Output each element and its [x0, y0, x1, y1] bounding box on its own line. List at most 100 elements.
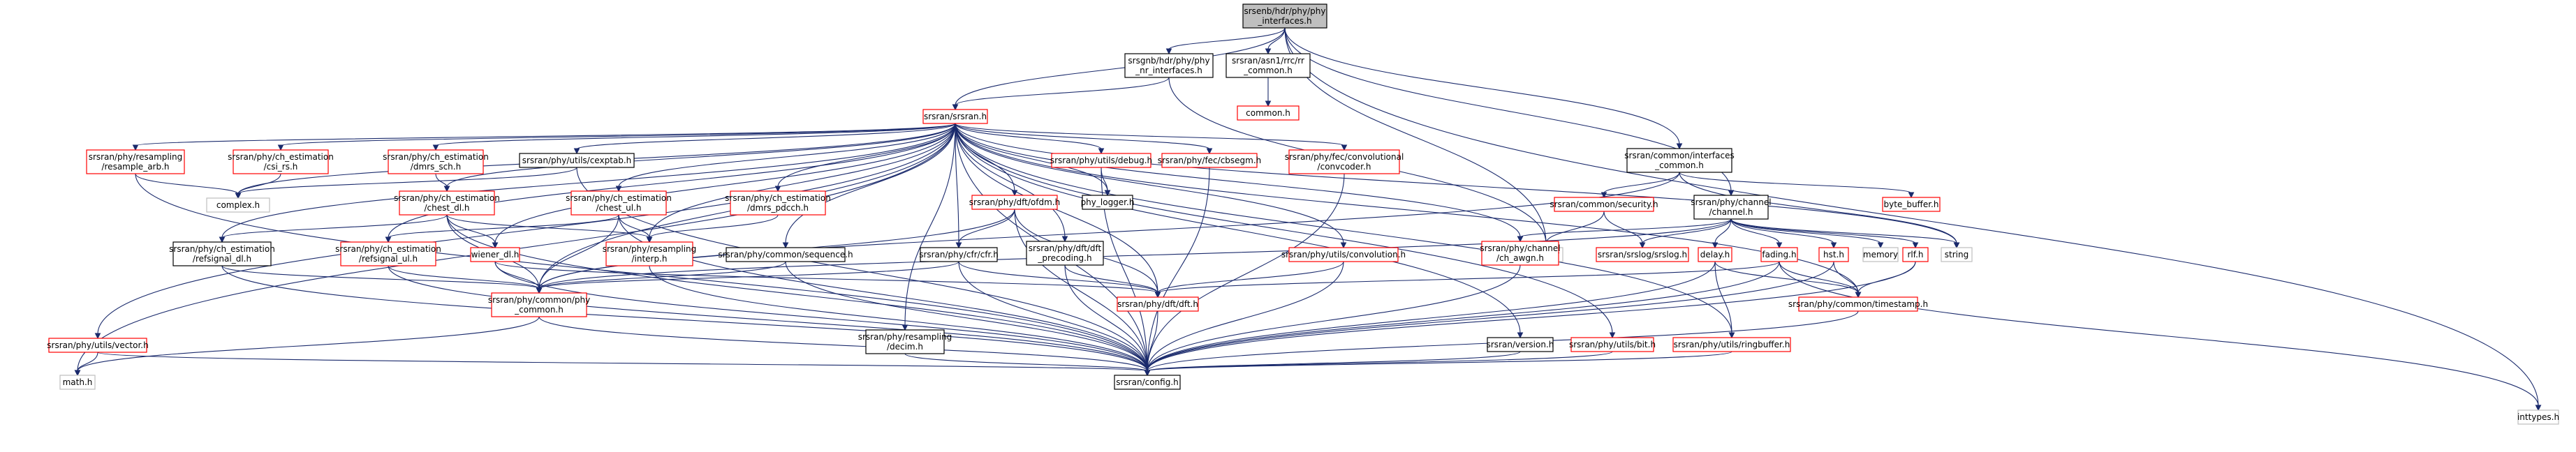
node-timestamp[interactable]: srsran/phy/common/timestamp.h [1788, 296, 1928, 312]
edge-srsran-to-csi_rs [280, 123, 956, 146]
node-convolution[interactable]: srsran/phy/utils/convolution.h [1281, 247, 1406, 262]
node-root[interactable]: srsenb/hdr/phy/phy_interfaces.h [1242, 3, 1327, 29]
node-complex: complex.h [206, 197, 270, 213]
node-box-timestamp [1798, 296, 1918, 312]
edge-fading-to-timestamp [1779, 261, 1859, 294]
edge-channel-to-hst [1730, 218, 1834, 244]
edge-nr_if-to-srsran [955, 77, 1170, 106]
edge-channel-to-ch_awgn [1519, 218, 1732, 238]
node-channel[interactable]: srsran/phy/channel/channel.h [1691, 195, 1772, 220]
arrowhead-srsran-to-debug [1098, 148, 1105, 155]
node-box-interp [605, 241, 693, 266]
edge-phy_common-to-config [538, 316, 1148, 372]
node-byte-buffer[interactable]: byte_buffer.h [1882, 197, 1941, 212]
node-ch-awgn[interactable]: srsran/phy/channel/ch_awgn.h [1480, 241, 1561, 266]
node-utils-vector[interactable]: srsran/phy/utils/vector.h [47, 338, 149, 353]
node-chest-ul[interactable]: srsran/phy/ch_estimation/chest_ul.h [566, 190, 672, 216]
arrowhead-chest_dl-to-refsignal_dl [219, 236, 226, 243]
arrowhead-srsran-to-dmrs_sch [432, 144, 439, 151]
arrowhead-srsran-to-bit [1609, 332, 1616, 339]
edge-version-to-config [1147, 351, 1521, 372]
node-ofdm[interactable]: srsran/phy/dft/ofdm.h [969, 195, 1060, 210]
node-label-iface-common-1: _common.h [1654, 160, 1704, 170]
node-box-root [1242, 3, 1327, 29]
edge-root-to-srsran [955, 27, 1286, 106]
edge-srsran-to-dft [955, 123, 1158, 294]
node-phy-common[interactable]: srsran/phy/common/phy_common.h [488, 292, 590, 317]
node-delay[interactable]: delay.h [1698, 247, 1732, 262]
node-srsran[interactable]: srsran/srsran.h [922, 109, 988, 124]
edge-utils_vector-to-config [97, 352, 1148, 372]
node-label-csi-rs-1: /csi_rs.h [264, 162, 298, 172]
node-config[interactable]: srsran/config.h [1114, 375, 1181, 390]
node-box-config [1114, 375, 1181, 390]
node-label-string-0: string [1945, 250, 1968, 259]
node-dmrs-sch[interactable]: srsran/phy/ch_estimation/dmrs_sch.h [383, 149, 489, 174]
edge-srsran-to-sequence [785, 123, 956, 244]
node-srslog[interactable]: srsran/srslog/srslog.h [1596, 247, 1689, 262]
edge-cfr-to-config [958, 261, 1148, 372]
node-sequence[interactable]: srsran/phy/common/sequence.h [718, 247, 853, 262]
edge-srsran-to-bit [955, 123, 1613, 334]
node-refsignal-ul[interactable]: srsran/phy/ch_estimation/refsignal_ul.h [335, 241, 441, 266]
edge-root-to-iface_common [1284, 27, 1680, 145]
node-wiener[interactable]: wiener_dl.h [470, 247, 520, 262]
node-label-inttypes-0: inttypes.h [2517, 412, 2559, 422]
edge-security-to-srslog [1603, 211, 1643, 244]
edge-sequence-to-config [785, 261, 1148, 372]
node-bit[interactable]: srsran/phy/utils/bit.h [1569, 337, 1656, 352]
node-iface-common[interactable]: srsran/common/interfaces_common.h [1624, 148, 1735, 173]
node-interp[interactable]: srsran/phy/resampling/interp.h [603, 241, 697, 266]
node-box-complex [206, 197, 270, 213]
node-nr-if[interactable]: srsgnb/hdr/phy/phy_nr_interfaces.h [1124, 53, 1214, 78]
node-box-resample-arb [86, 149, 185, 174]
node-security[interactable]: srsran/common/security.h [1550, 197, 1658, 212]
node-label-root-1: _interfaces.h [1257, 16, 1311, 26]
arrowhead-channel-to-memory [1877, 242, 1884, 249]
node-dmrs-pdcch[interactable]: srsran/phy/ch_estimation/dmrs_pdcch.h [725, 190, 831, 216]
node-label-rlf-0: rlf.h [1907, 250, 1923, 259]
edge-rlf-to-timestamp [1857, 261, 1916, 294]
node-decim[interactable]: srsran/phy/resampling/decim.h [858, 329, 952, 354]
node-chest-dl[interactable]: srsran/phy/ch_estimation/chest_dl.h [394, 190, 500, 216]
arrowhead-rlf-to-timestamp [1855, 292, 1862, 299]
node-refsignal-dl[interactable]: srsran/phy/ch_estimation/refsignal_dl.h [169, 241, 275, 266]
edge-chest_dl-to-refsignal_dl [221, 214, 448, 239]
node-common[interactable]: common.h [1237, 105, 1300, 121]
edge-channel-to-memory [1730, 218, 1881, 244]
node-convcoder[interactable]: srsran/phy/fec/convolutional/convcoder.h [1285, 149, 1404, 174]
node-resample-arb[interactable]: srsran/phy/resampling/resample_arb.h [86, 149, 185, 174]
node-hst[interactable]: hst.h [1818, 247, 1849, 262]
arrowhead-root-to-rrc_nr [1265, 48, 1272, 55]
node-phy-logger[interactable]: phy_logger.h [1081, 195, 1135, 210]
node-fading[interactable]: fading.h [1760, 247, 1798, 262]
arrowhead-delay-to-ringbuffer [1728, 332, 1735, 339]
node-dft[interactable]: srsran/phy/dft/dft.h [1117, 296, 1199, 312]
node-ringbuffer[interactable]: srsran/phy/utils/ringbuffer.h [1672, 337, 1791, 352]
node-cbsegm[interactable]: srsran/phy/fec/cbsegm.h [1158, 153, 1262, 168]
edge-refsignal_ul-to-config [388, 265, 1148, 372]
node-box-dft [1117, 296, 1199, 312]
node-debug[interactable]: srsran/phy/utils/debug.h [1050, 153, 1152, 168]
node-box-utils-vector [48, 338, 147, 353]
node-label-chest-dl-0: srsran/phy/ch_estimation [394, 193, 500, 203]
node-cfr[interactable]: srsran/phy/cfr/cfr.h [919, 247, 999, 262]
edge-srsran-to-dft_precoding [955, 123, 1066, 238]
node-version[interactable]: srsran/version.h [1487, 337, 1554, 352]
node-label-channel-1: /channel.h [1709, 207, 1753, 217]
node-rrc-nr[interactable]: srsran/asn1/rrc/rr_common.h [1226, 53, 1311, 78]
edge-srsran-to-string [955, 123, 1957, 244]
node-label-refsignal-ul-0: srsran/phy/ch_estimation [335, 244, 441, 254]
edge-chest_ul-to-interp [618, 214, 650, 239]
node-cexptab[interactable]: srsran/phy/utils/cexptab.h [519, 153, 635, 168]
node-dft-precoding[interactable]: srsran/phy/dft/dft_precoding.h [1026, 241, 1104, 266]
edge-dft-to-config [1147, 310, 1158, 372]
node-box-nr-if [1124, 53, 1214, 78]
edges-layer [74, 27, 2542, 412]
node-csi-rs[interactable]: srsran/phy/ch_estimation/csi_rs.h [228, 149, 334, 174]
node-label-phy-logger-0: phy_logger.h [1081, 197, 1135, 207]
node-rlf[interactable]: rlf.h [1902, 247, 1929, 262]
node-label-memory-0: memory [1863, 250, 1898, 259]
node-box-cbsegm [1161, 153, 1258, 168]
node-label-math-0: math.h [63, 377, 93, 387]
